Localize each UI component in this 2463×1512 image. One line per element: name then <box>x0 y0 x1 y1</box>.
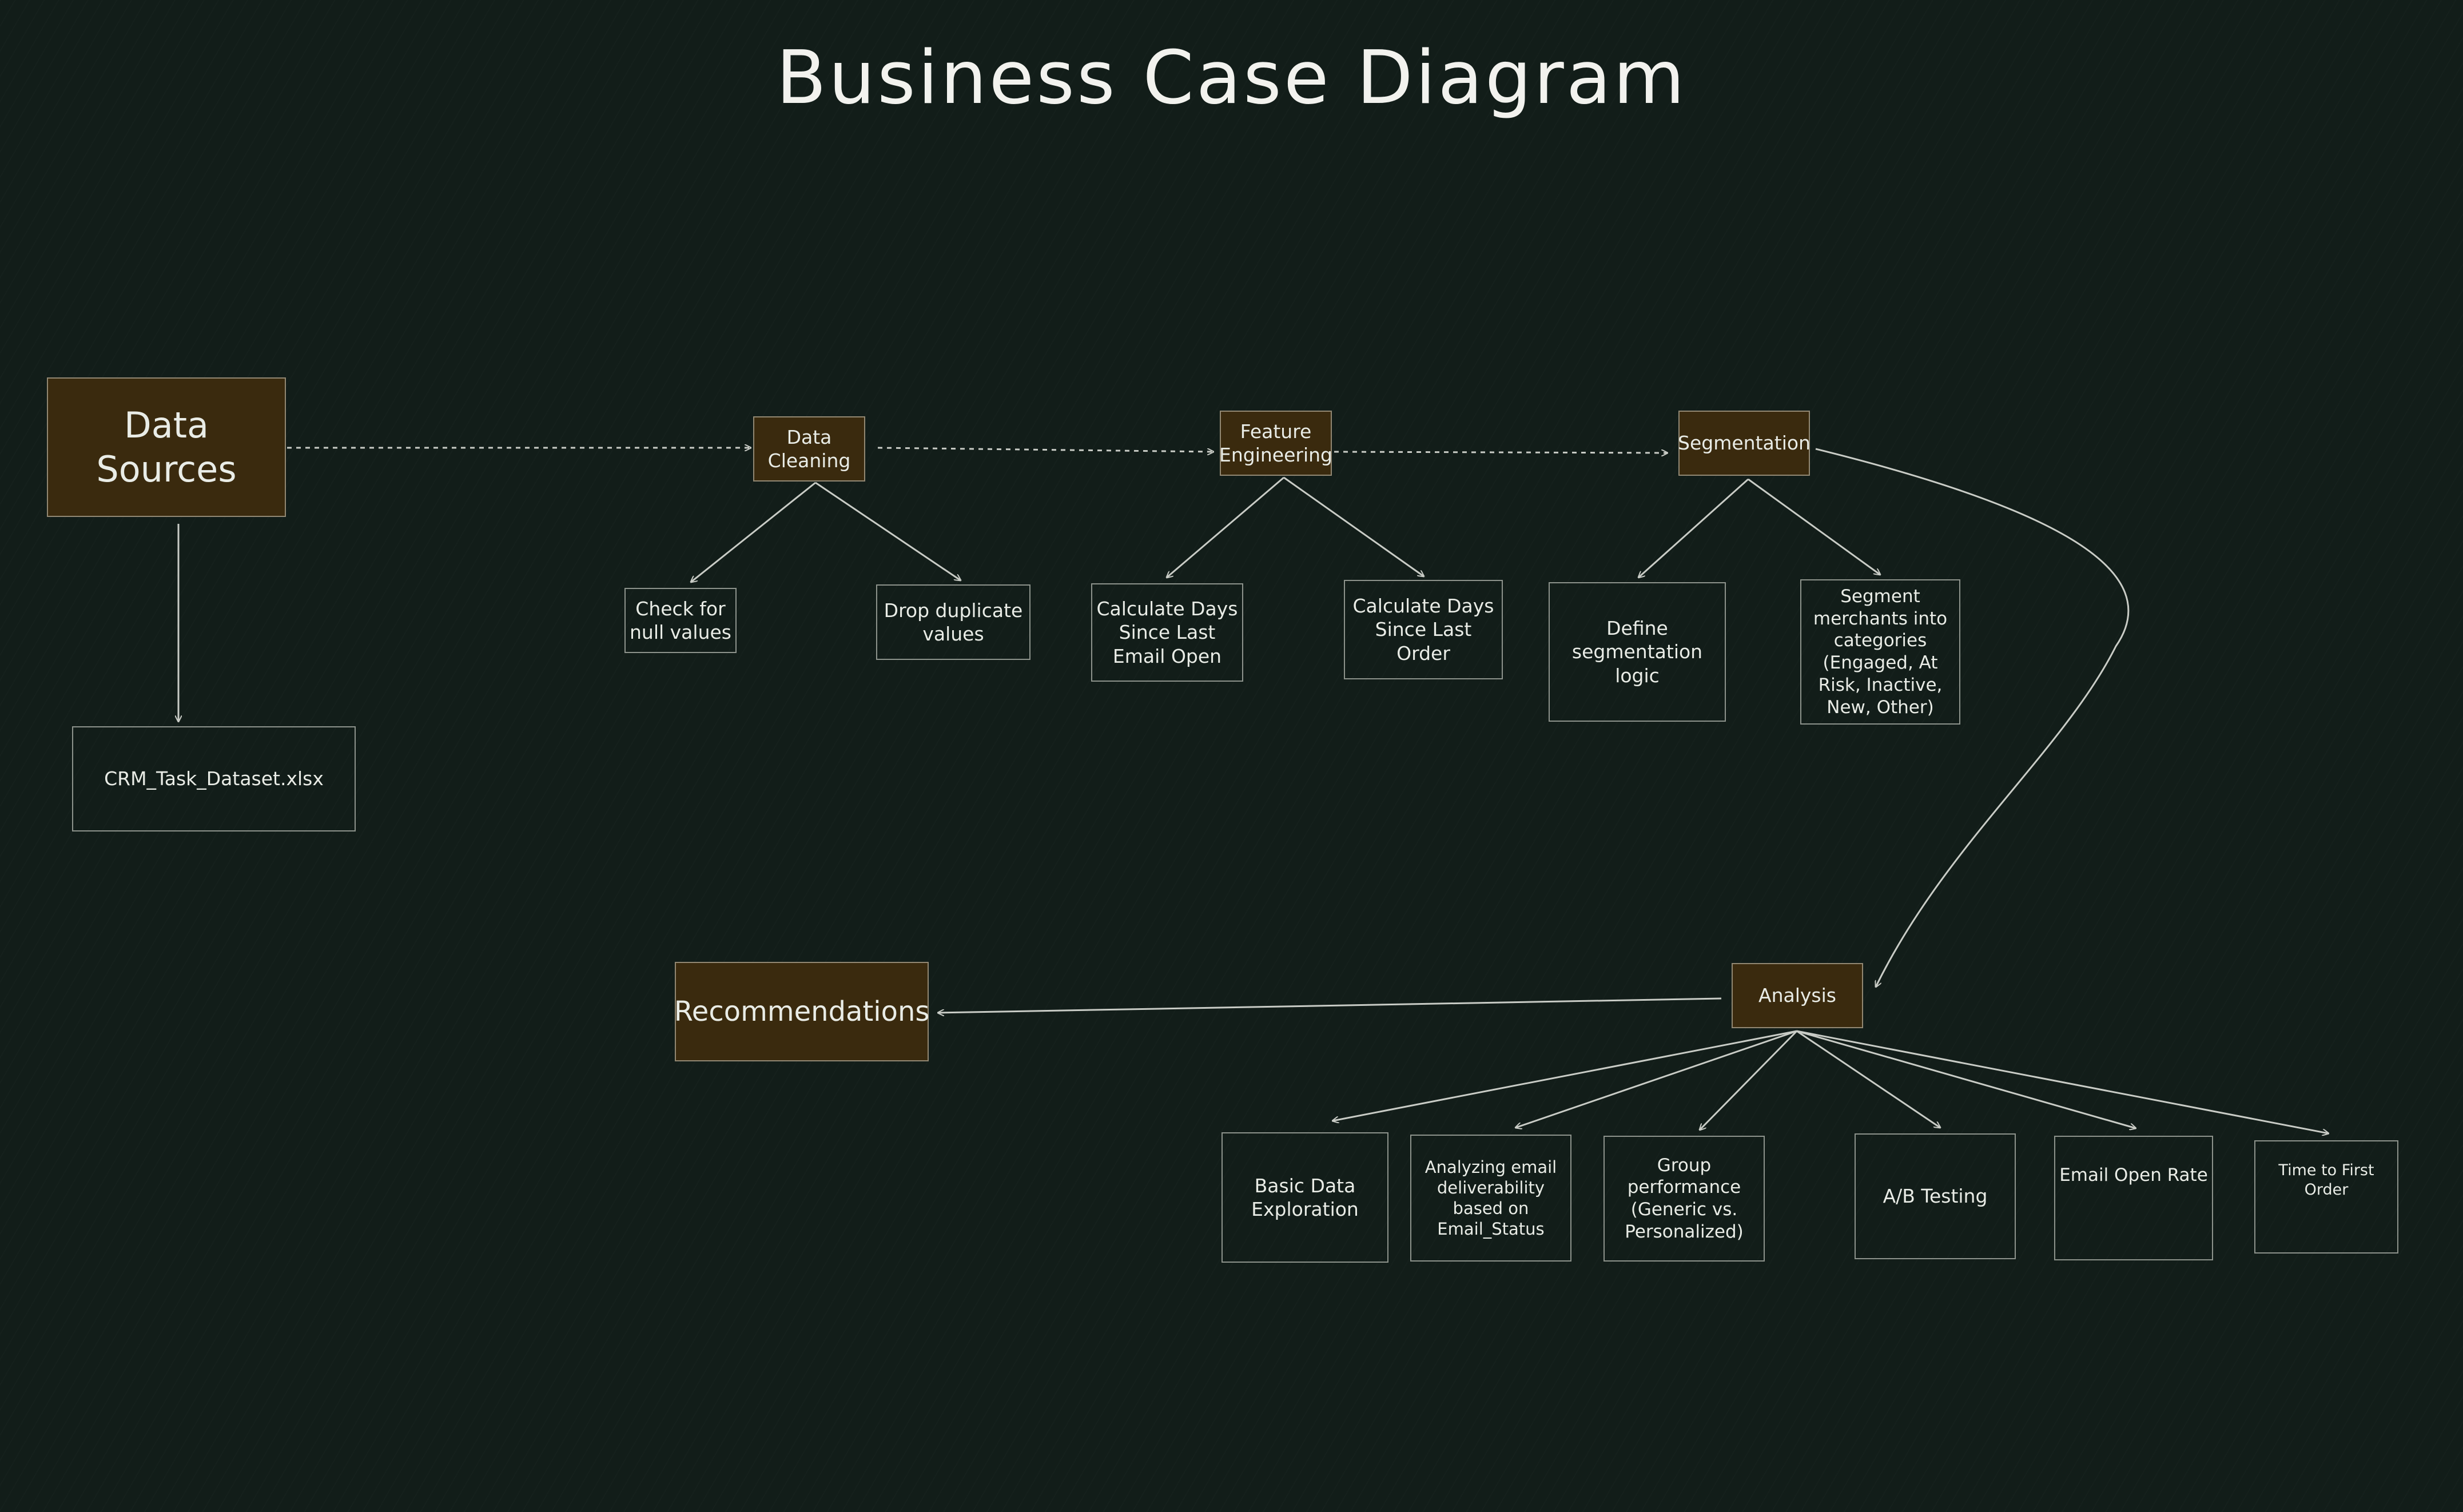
node-analysis[interactable]: Analysis <box>1732 963 1863 1028</box>
edge-analysis-to-first-order <box>1796 1030 2329 1133</box>
edge-analysis-to-recommendations <box>938 997 1722 1013</box>
edge-analysis-to-ab <box>1796 1030 1940 1128</box>
edge-cleaning-to-duplicates <box>815 482 961 580</box>
edge-cleaning-to-null <box>691 482 816 582</box>
edge-feature-to-order <box>1283 476 1424 576</box>
node-crm-dataset[interactable]: CRM_Task_Dataset.xlsx <box>72 726 356 831</box>
edge-segmentation-to-analysis <box>1815 448 2130 987</box>
node-check-null[interactable]: Check for null values <box>624 588 737 653</box>
edge-feature-to-email-open <box>1167 476 1284 578</box>
node-segment-categories[interactable]: Segment merchants into categories (Engag… <box>1800 579 1960 725</box>
edge-analysis-to-exploration <box>1332 1030 1797 1121</box>
node-group-performance[interactable]: Group performance (Generic vs. Personali… <box>1603 1136 1765 1262</box>
node-ab-testing[interactable]: A/B Testing <box>1855 1133 2016 1259</box>
edge-analysis-to-open-rate <box>1796 1030 2136 1128</box>
node-days-since-order[interactable]: Calculate Days Since Last Order <box>1344 580 1503 679</box>
diagram-title: Business Case Diagram <box>776 35 1687 121</box>
edge-segmentation-to-define <box>1638 478 1749 578</box>
node-email-deliverability[interactable]: Analyzing email deliverability based on … <box>1410 1135 1571 1262</box>
edge-analysis-to-group <box>1700 1030 1798 1130</box>
node-recommendations[interactable]: Recommendations <box>674 962 929 1061</box>
edge-analysis-to-deliverability <box>1515 1030 1797 1128</box>
node-drop-duplicates[interactable]: Drop duplicate values <box>876 584 1030 660</box>
node-feature-engineering[interactable]: Feature Engineering <box>1219 411 1332 476</box>
node-data-sources[interactable]: Data Sources <box>47 377 286 517</box>
edge-segmentation-to-categories <box>1748 478 1880 575</box>
node-email-open-rate[interactable]: Email Open Rate <box>2054 1136 2213 1260</box>
edge-cleaning-to-feature <box>877 447 1213 452</box>
node-time-to-first-order[interactable]: Time to First Order <box>2254 1140 2398 1254</box>
edge-feature-to-segmentation <box>1334 452 1668 453</box>
node-define-segmentation[interactable]: Define segmentation logic <box>1549 582 1726 722</box>
node-data-cleaning[interactable]: Data Cleaning <box>753 416 865 482</box>
node-days-since-email-open[interactable]: Calculate Days Since Last Email Open <box>1091 583 1243 682</box>
node-basic-exploration[interactable]: Basic Data Exploration <box>1221 1132 1388 1263</box>
node-segmentation[interactable]: Segmentation <box>1678 411 1811 476</box>
